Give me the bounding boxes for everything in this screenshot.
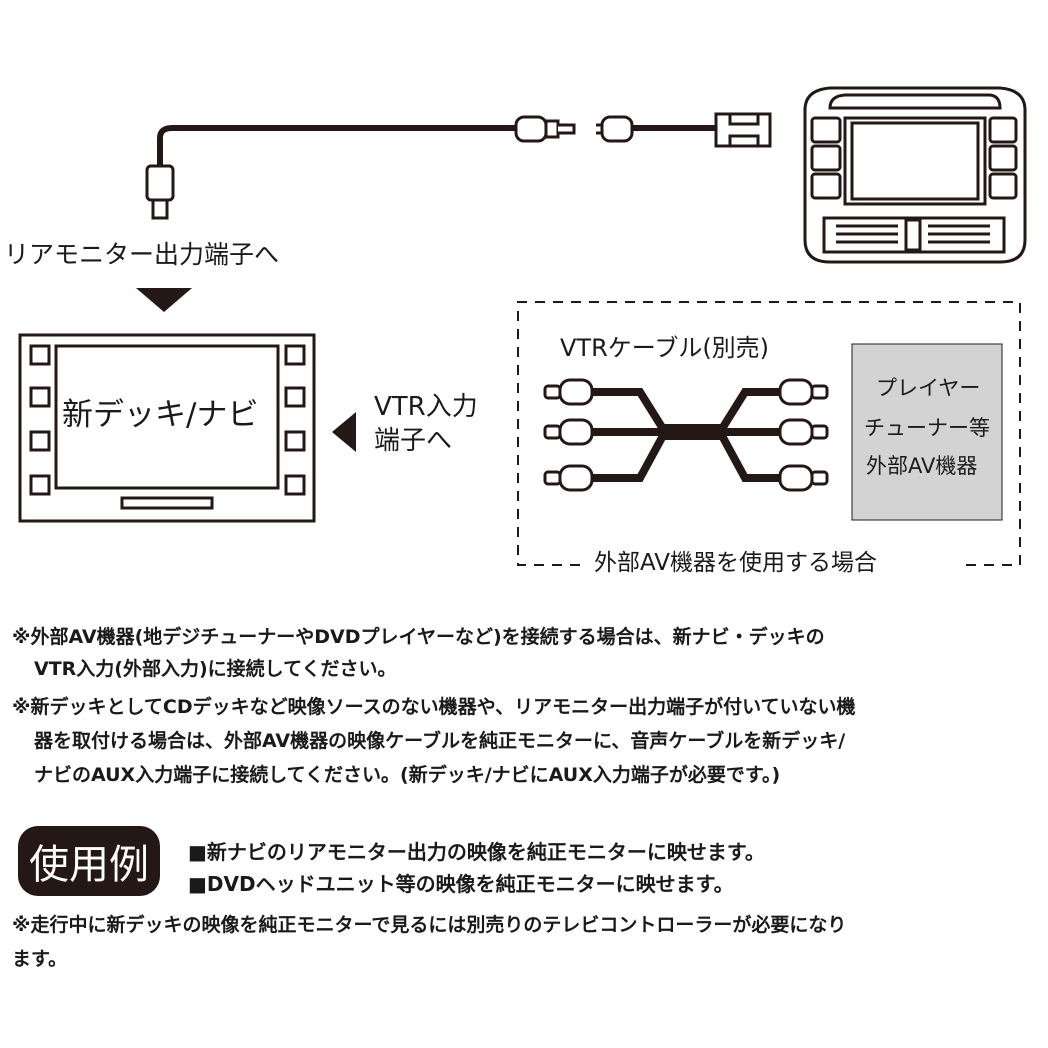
external-av-device-box [851,343,1003,521]
player-label-1: プレイヤー [876,376,981,400]
rear-monitor-output-label: リアモニター出力端子へ [4,240,280,269]
vtr-input-label-1: VTR入力 [374,392,478,422]
usage-item-2: ■DVDヘッドユニット等の映像を純正モニターに映せます。 [188,872,734,896]
note-2-line-3: ナビのAUX入力端子に接続してください。(新デッキ/ナビにAUX入力端子が必要で… [34,764,781,786]
rca-plugs-left [543,378,594,492]
vtr-input-label-2: 端子へ [374,426,453,456]
new-deck-navi-label: 新デッキ/ナビ [62,397,259,433]
footer-note-line-1: ※走行中に新デッキの映像を純正モニターで見るには別売りのテレビコントローラーが必… [12,914,847,936]
new-deck-navi-unit [18,333,316,523]
car-dashboard-monitor [803,86,1027,264]
note-2-line-1: ※新デッキとしてCDデッキなど映像ソースのない機器や、リアモニター出力端子が付い… [12,696,856,718]
arrow-left-icon [332,412,356,452]
connection-diagram [18,86,1027,566]
player-label-3: 外部AV機器 [866,454,978,478]
note-2-line-2: 器を取付ける場合は、外部AV機器の映像ケーブルを純正モニターに、音声ケーブルを新… [34,730,846,752]
vtr-cable-label: VTRケーブル(別売) [560,334,770,362]
note-1-line-1: ※外部AV機器(地デジチューナーやDVDプレイヤーなど)を接続する場合は、新ナビ… [12,626,825,648]
footer-note-line-2: ます。 [12,948,68,970]
usage-item-1: ■新ナビのリアモニター出力の映像を純正モニターに映せます。 [188,840,765,864]
rca-plugs-right [778,378,829,492]
note-1-line-2: VTR入力(外部入力)に接続してください。 [34,658,397,680]
external-av-dashed-box [517,301,1021,566]
rca-cable-to-rear-monitor [145,112,772,220]
external-av-case-label: 外部AV機器を使用する場合 [590,552,881,575]
vtr-cable-3-plug [592,388,780,482]
usage-example-badge: 使用例 [18,826,160,896]
player-label-2: チューナー等 [864,416,990,440]
arrow-down-icon [136,288,192,312]
